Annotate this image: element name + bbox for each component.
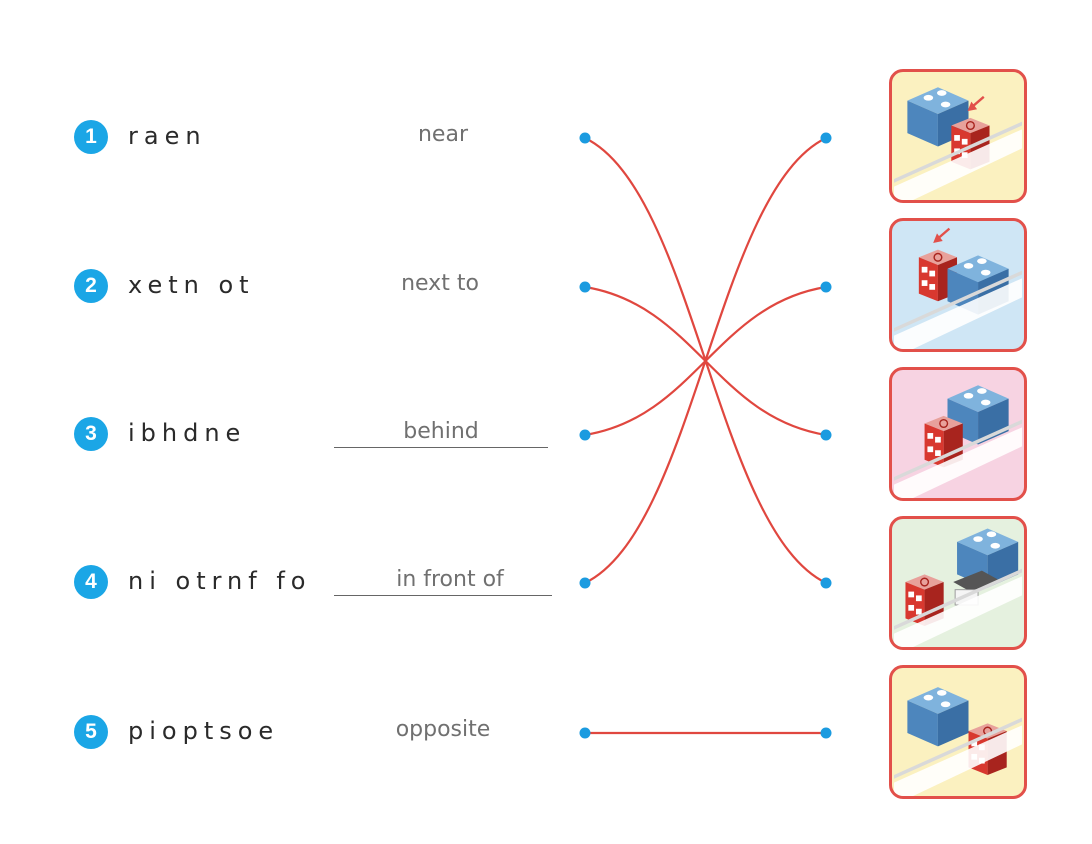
scrambled-word: raen	[128, 122, 207, 150]
scrambled-word: pioptsoe	[128, 717, 280, 745]
picture-opposite	[889, 665, 1027, 799]
number-badge: 1	[74, 120, 108, 154]
answer-underline	[334, 447, 548, 448]
answer-word: near	[417, 122, 469, 147]
scrambled-word: xetn ot	[128, 271, 255, 299]
building-illustration	[894, 528, 1022, 647]
right-match-dot[interactable]	[820, 429, 832, 441]
number-badge: 4	[74, 565, 108, 599]
scrambled-word: ni otrnf fo	[128, 567, 312, 595]
left-match-dot[interactable]	[579, 727, 591, 739]
left-match-dot[interactable]	[579, 281, 591, 293]
picture-in-front-of	[889, 516, 1027, 650]
number-badge: 5	[74, 715, 108, 749]
number-badge: 3	[74, 417, 108, 451]
red-arrow	[933, 227, 951, 243]
picture-near	[889, 69, 1027, 203]
building-illustration	[894, 687, 1022, 796]
blue-building	[957, 528, 1019, 588]
building-illustration	[894, 87, 1022, 200]
picture-behind	[889, 367, 1027, 501]
number-badge: 2	[74, 269, 108, 303]
right-match-dot[interactable]	[820, 132, 832, 144]
picture-next-to	[889, 218, 1027, 352]
blue-building	[907, 687, 969, 747]
red-arrow	[967, 95, 985, 112]
answer-underline	[334, 595, 552, 596]
building-illustration	[894, 227, 1022, 349]
match-line	[584, 137, 827, 584]
right-match-dot[interactable]	[820, 577, 832, 589]
scrambled-word: ibhdne	[128, 419, 247, 447]
answer-word: opposite	[395, 717, 491, 742]
answer-word: behind	[403, 419, 479, 444]
right-match-dot[interactable]	[820, 281, 832, 293]
answer-word: in front of	[396, 567, 504, 592]
right-match-dot[interactable]	[820, 727, 832, 739]
left-match-dot[interactable]	[579, 429, 591, 441]
left-match-dot[interactable]	[579, 132, 591, 144]
answer-word: next to	[401, 271, 479, 296]
building-illustration	[894, 385, 1022, 498]
left-match-dot[interactable]	[579, 577, 591, 589]
